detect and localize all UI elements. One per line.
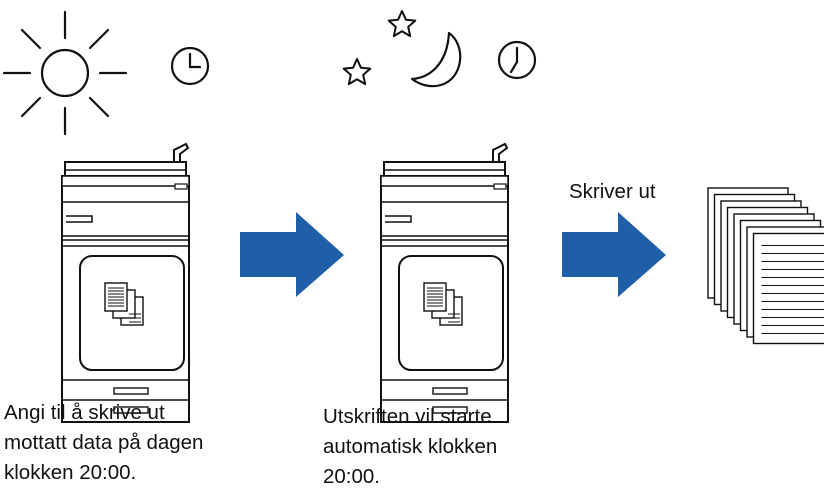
caption-line: Utskriften vil starte (323, 402, 497, 432)
caption-line: klokken 20:00. (4, 458, 203, 488)
caption-line: 20:00. (323, 462, 497, 492)
clock-icon (499, 42, 535, 78)
step-1-caption: Angi til å skrive ut mottatt data på dag… (4, 398, 203, 488)
clock-icon (172, 48, 208, 84)
copier-icon (62, 144, 189, 422)
paper-stack-icon (708, 188, 824, 344)
printing-label: Skriver ut (569, 180, 656, 204)
step-2-caption: Utskriften vil starte automatisk klokken… (323, 402, 497, 492)
arrow-icon (240, 212, 344, 297)
caption-line: mottatt data på dagen (4, 428, 203, 458)
caption-line: Angi til å skrive ut (4, 398, 203, 428)
paper-sheet (754, 234, 824, 344)
star-icon (389, 11, 416, 36)
caption-line: automatisk klokken (323, 432, 497, 462)
copier-icon (381, 144, 508, 422)
sun-icon (4, 12, 126, 134)
star-icon (344, 59, 371, 84)
arrow-icon (562, 212, 666, 297)
moon-icon (412, 33, 460, 86)
